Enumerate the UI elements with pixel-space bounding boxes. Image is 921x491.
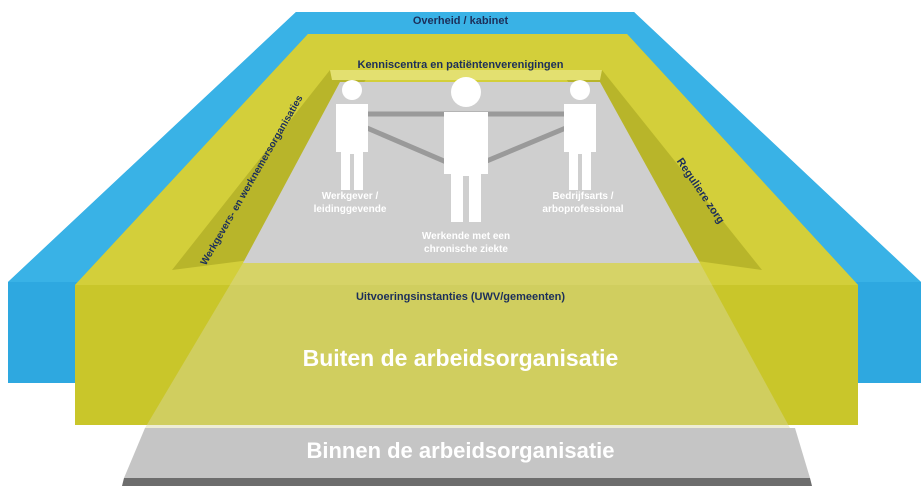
employee-label: Werkende met een chronische ziekte xyxy=(421,231,511,255)
knowledge-label: Kenniscentra en patiëntenverenigingen xyxy=(357,59,564,71)
outside-depth xyxy=(145,263,790,428)
person-icon xyxy=(444,77,488,222)
doctor-label: Bedrijfsarts / arboprofessional xyxy=(542,191,624,215)
person-icon xyxy=(564,80,596,190)
inner-wall-top xyxy=(330,70,602,80)
inside-layer xyxy=(124,428,810,478)
government-label: Overheid / kabinet xyxy=(412,15,509,27)
outside-label: Buiten de arbeidsorganisatie xyxy=(302,345,619,371)
inside-shadow xyxy=(122,478,812,486)
agencies-label: Uitvoeringsinstanties (UWV/gemeenten) xyxy=(355,291,566,303)
inside-label: Binnen de arbeidsorganisatie xyxy=(306,438,615,463)
person-icon xyxy=(336,80,368,190)
employer-label: Werkgever / leidinggevende xyxy=(313,191,387,215)
